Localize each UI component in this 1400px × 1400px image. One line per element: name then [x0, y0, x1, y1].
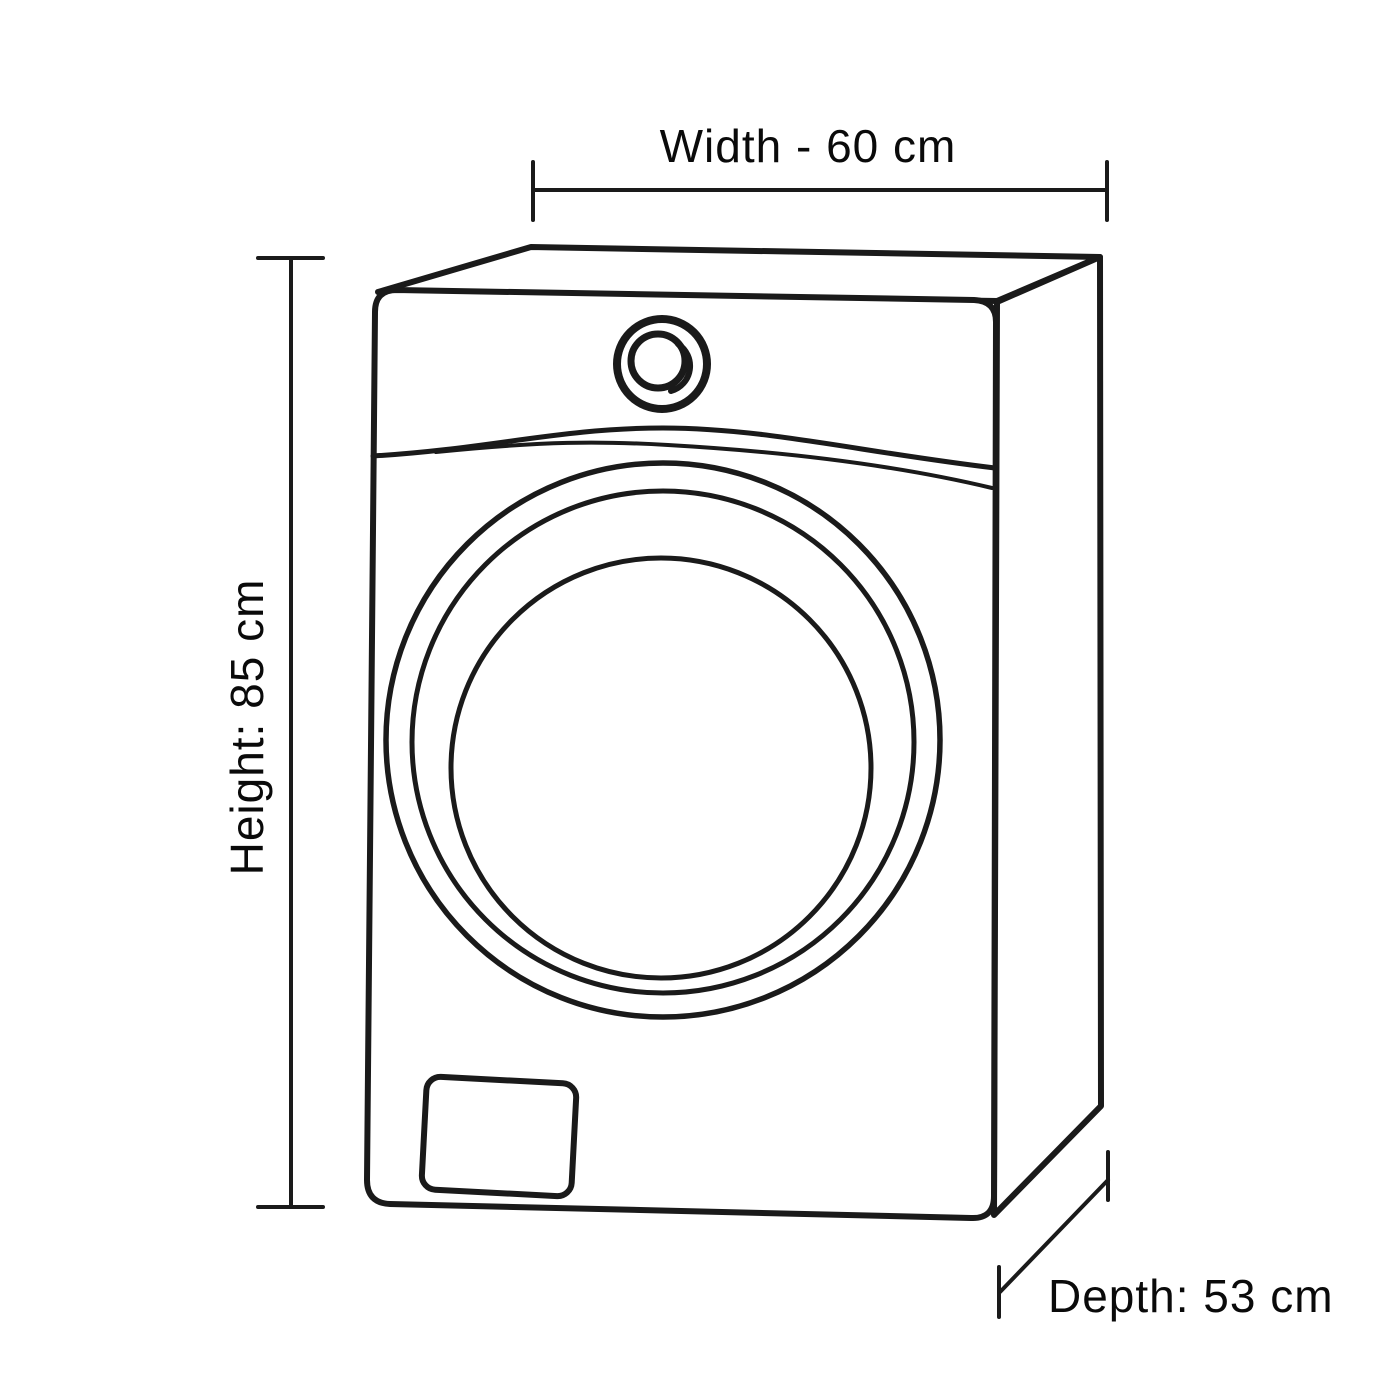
door	[383, 460, 943, 1020]
knob-outer-ring	[613, 315, 711, 413]
knob-spiral-accent	[668, 341, 693, 394]
depth-dimension-line	[998, 1178, 1110, 1294]
door-glass	[448, 555, 874, 981]
panel-trim-line	[434, 440, 994, 490]
depth-dimension	[997, 1150, 1110, 1319]
height-label: Height: 85 cm	[221, 579, 273, 876]
detergent-drawer	[418, 1073, 580, 1200]
width-dimension	[531, 160, 1109, 222]
width-label: Width - 60 cm	[660, 120, 957, 172]
door-outer-ring	[383, 460, 943, 1020]
depth-label: Depth: 53 cm	[1048, 1270, 1334, 1322]
machine-right-face	[991, 254, 1104, 1218]
dimension-annotations	[256, 160, 1110, 1319]
washing-machine-illustration	[364, 244, 1104, 1222]
height-dimension	[256, 256, 325, 1209]
knob-inner-ring	[627, 330, 689, 392]
control-panel-line	[370, 425, 998, 471]
machine-front-face	[364, 287, 999, 1222]
program-knob	[613, 315, 711, 413]
door-middle-ring	[409, 488, 917, 996]
